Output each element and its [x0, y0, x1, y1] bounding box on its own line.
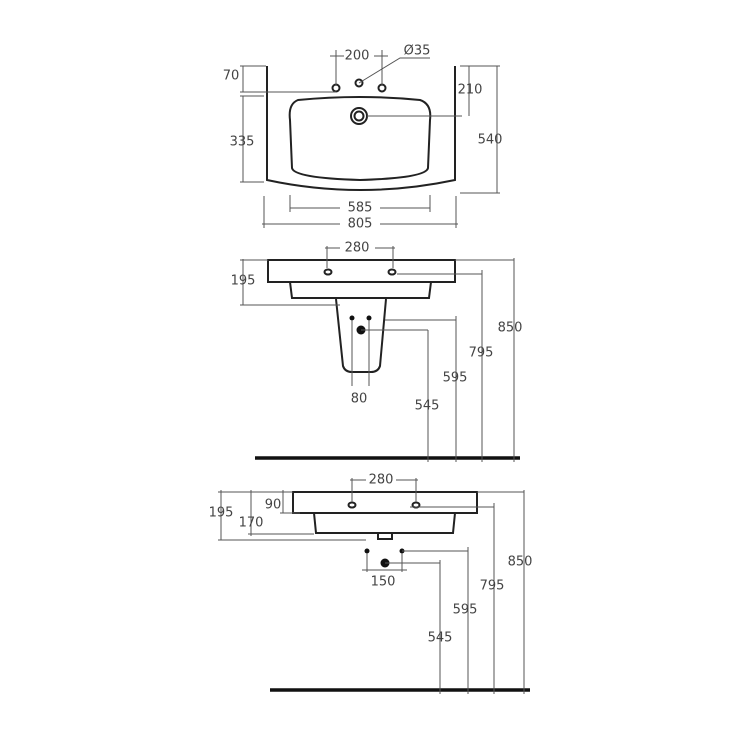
supply-right [366, 315, 372, 321]
drain-inner [353, 110, 365, 122]
dimension-lines [240, 50, 500, 228]
dimension-lines [240, 246, 515, 462]
dim-tap-spacing: 200 [345, 49, 370, 64]
dim-rim-thickness: 90 [265, 498, 282, 513]
dim-tap-hole-offset: 70 [223, 69, 240, 84]
basin-slab [267, 259, 456, 283]
dim-basin-height: 195 [209, 506, 234, 521]
top-view: 200 Ø35 70 335 210 540 585 805 [223, 44, 503, 232]
basin-bowl [313, 512, 456, 534]
drain-outer [350, 107, 368, 125]
dim-waste-height: 545 [415, 399, 440, 414]
dim-basin-height: 195 [231, 274, 256, 289]
tap-hole-left [323, 268, 333, 276]
dimension-lines [218, 478, 525, 694]
waste-spigot [377, 533, 393, 540]
dim-bowl-width: 585 [348, 201, 373, 216]
dim-supply-spacing: 150 [371, 575, 396, 590]
dim-drain-offset: 210 [458, 83, 483, 98]
dim-tap-spacing: 280 [369, 473, 394, 488]
dim-bowl-depth: 335 [230, 135, 255, 150]
dim-width: 805 [348, 217, 373, 232]
dim-tap-height: 795 [469, 346, 494, 361]
bowl-outline [288, 96, 432, 182]
dim-waste-spacing: 80 [351, 392, 368, 407]
basin-outline [266, 66, 456, 191]
dim-waste-height: 545 [428, 631, 453, 646]
supply-left [364, 548, 370, 554]
pedestal [335, 298, 387, 373]
supply-left [349, 315, 355, 321]
tap-hole-center [354, 78, 364, 88]
basin-slab [292, 491, 478, 514]
dim-depth: 540 [478, 133, 503, 148]
basin-bowl [289, 281, 432, 299]
tap-hole-left [347, 501, 357, 509]
dim-bowl-height: 170 [239, 516, 264, 531]
dim-hole-diameter: Ø35 [404, 44, 431, 59]
wall-hung-view: 280 90 170 195 150 545 595 795 850 [209, 473, 533, 694]
dim-rim-height: 850 [508, 555, 533, 570]
dim-tap-height: 795 [480, 579, 505, 594]
dim-rim-height: 850 [498, 321, 523, 336]
tap-hole-right [387, 268, 397, 276]
dim-supply-height: 595 [443, 371, 468, 386]
pedestal-view: 280 195 80 545 595 795 850 [231, 241, 523, 462]
dim-tap-spacing: 280 [345, 241, 370, 256]
dim-supply-height: 595 [453, 603, 478, 618]
